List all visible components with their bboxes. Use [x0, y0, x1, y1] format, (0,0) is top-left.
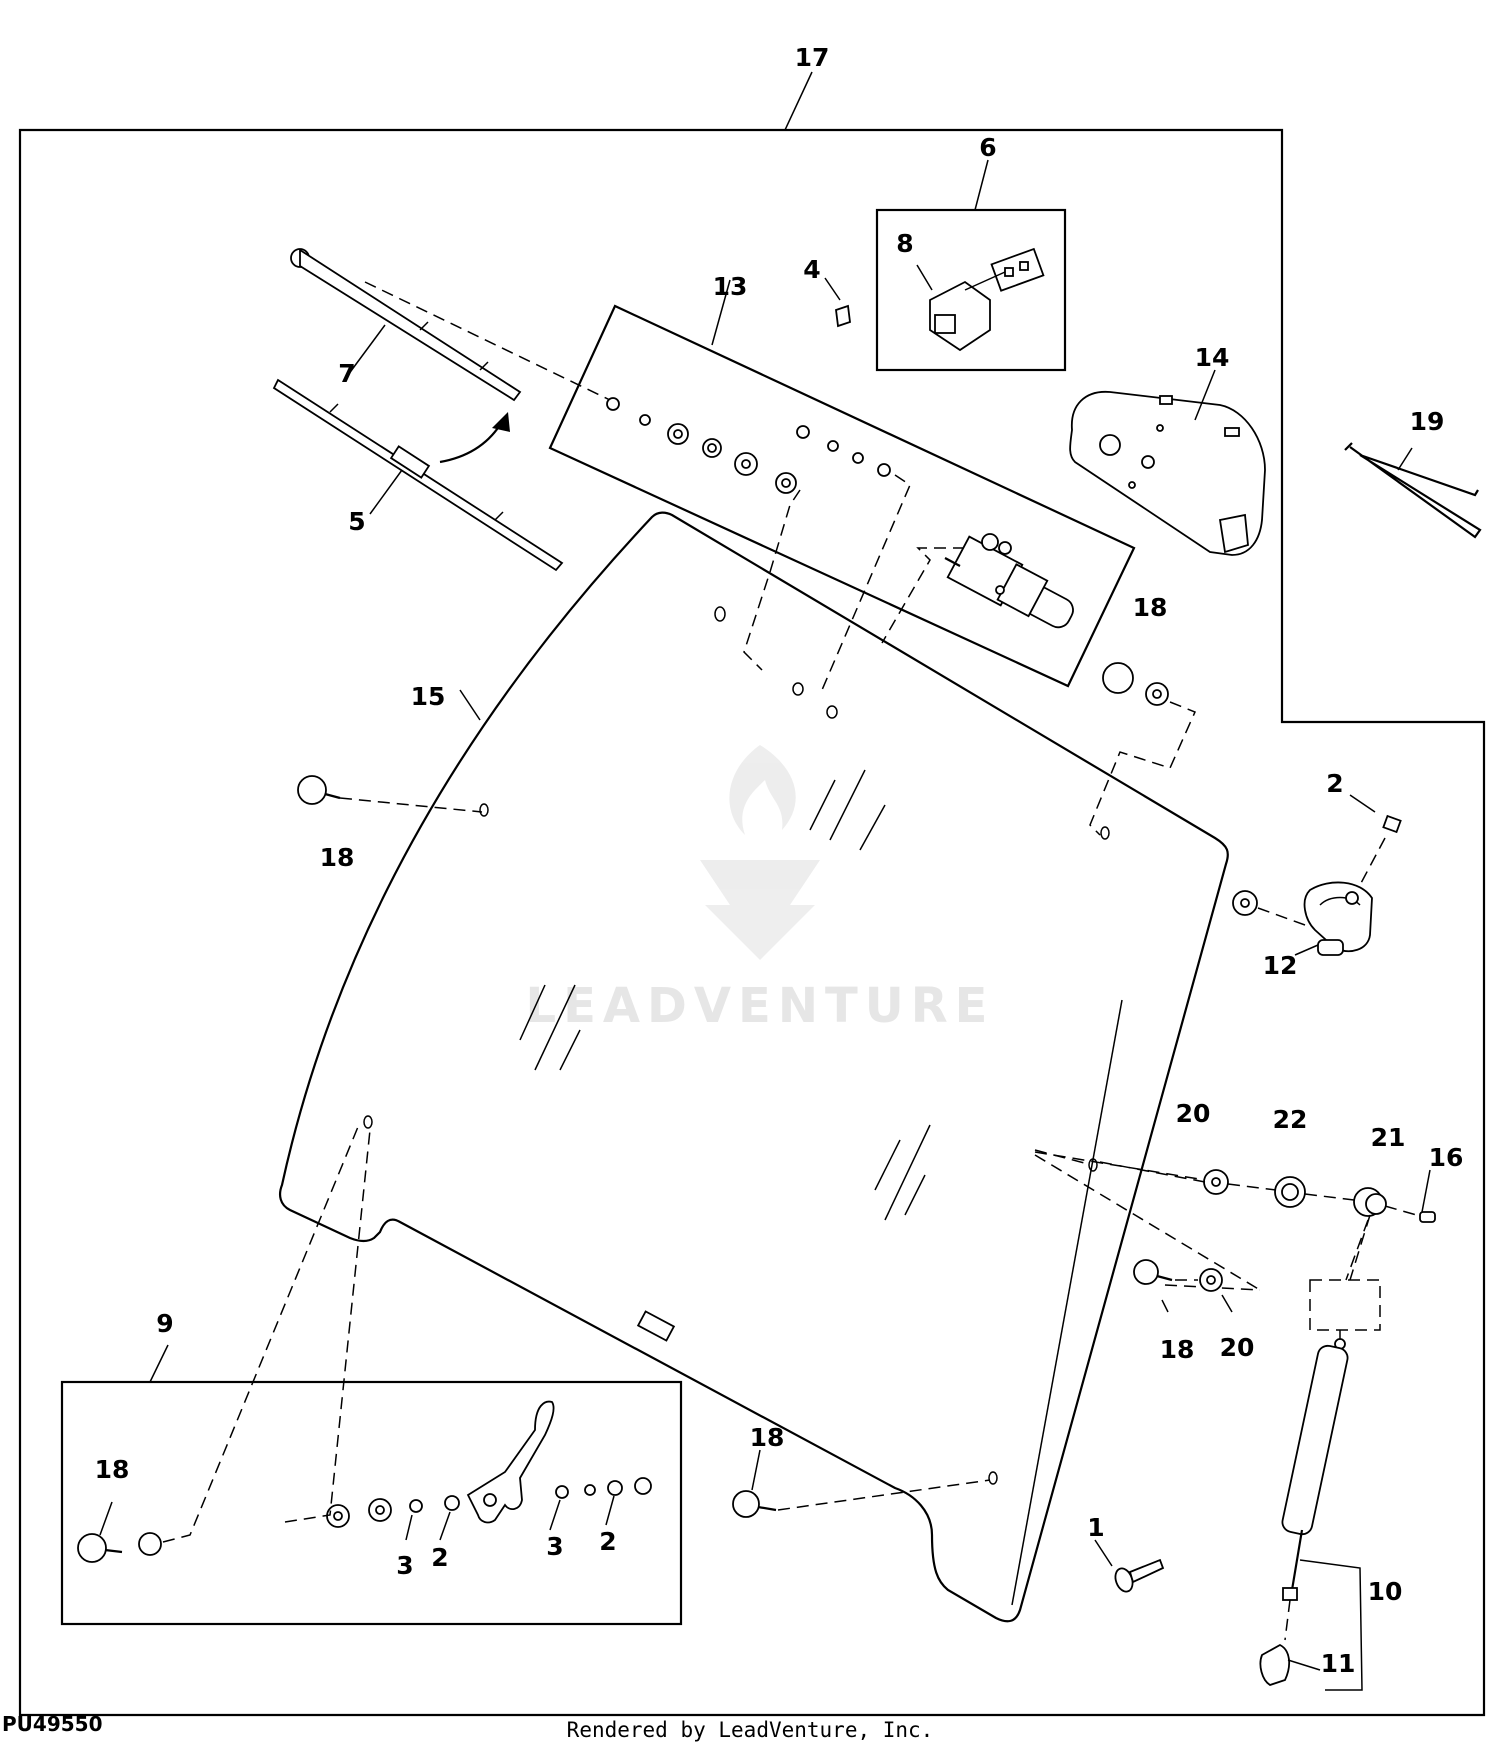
part-18-top-right [1102, 662, 1169, 706]
callout-20-top: 20 [1176, 1099, 1211, 1128]
callout-8: 8 [896, 229, 913, 258]
figure-code: PU49550 [2, 1712, 103, 1736]
callout-21: 21 [1371, 1123, 1406, 1152]
callout-5: 5 [348, 507, 365, 536]
callout-22: 22 [1273, 1105, 1308, 1134]
hardware-13 [606, 397, 891, 494]
rendered-by-credit: Rendered by LeadVenture, Inc. [566, 1718, 934, 1742]
callout-14: 14 [1195, 343, 1230, 372]
callout-6: 6 [979, 133, 996, 162]
part-8-switch [929, 247, 1045, 352]
inset-box-6 [875, 208, 1067, 372]
glass-holes [363, 606, 1110, 1485]
glass-door [279, 511, 1229, 1623]
callout-17: 17 [795, 43, 830, 72]
part-1-bolt [1114, 1558, 1165, 1593]
latch-handle-assembly [77, 1400, 652, 1563]
part-2-nut [1382, 814, 1402, 834]
callout-4: 4 [803, 255, 820, 284]
outer-frame [18, 128, 1486, 1717]
callout-19: 19 [1410, 407, 1445, 436]
inset-box-13 [548, 304, 1136, 688]
callout-2-right: 2 [1326, 769, 1343, 798]
callout-3-left: 3 [396, 1551, 413, 1580]
callout-7: 7 [338, 359, 355, 388]
callout-9: 9 [156, 1309, 173, 1338]
curved-arrow [439, 424, 501, 464]
callout-18-top: 18 [1133, 593, 1168, 622]
gas-strut [1259, 1214, 1381, 1686]
part-12-latch [1232, 881, 1373, 956]
callout-1: 1 [1087, 1513, 1104, 1542]
part-18-lower-right [1133, 1259, 1223, 1292]
callout-2-inset-right: 2 [599, 1527, 616, 1556]
part-14-cover [1069, 391, 1266, 556]
callout-18-lower-right: 18 [1160, 1335, 1195, 1364]
wiper-blade [272, 378, 564, 572]
callout-18-inset: 18 [95, 1455, 130, 1484]
part-18-left [297, 775, 341, 805]
callout-20-bottom: 20 [1220, 1333, 1255, 1362]
inset-box-9 [60, 1380, 683, 1626]
callout-12: 12 [1263, 951, 1298, 980]
callout-11: 11 [1321, 1649, 1356, 1678]
callout-2-left: 2 [431, 1543, 448, 1572]
callout-10: 10 [1368, 1577, 1403, 1606]
callout-18-bottom: 18 [750, 1423, 785, 1452]
watermark-text: LEADVENTURE [526, 978, 995, 1034]
part-4-clip [835, 304, 851, 328]
callout-15: 15 [411, 682, 446, 711]
callout-16: 16 [1429, 1143, 1464, 1172]
wiper-arm [290, 248, 522, 402]
callout-3-right: 3 [546, 1532, 563, 1561]
watermark-logo [700, 745, 820, 960]
part-19-wire [1344, 442, 1482, 539]
part-18-bottom-center [732, 1490, 777, 1518]
callout-18-left: 18 [320, 843, 355, 872]
wiper-motor [944, 533, 1074, 629]
callout-13: 13 [713, 272, 748, 301]
strut-hardware [1203, 1169, 1436, 1223]
glass-reflections [519, 769, 931, 1221]
